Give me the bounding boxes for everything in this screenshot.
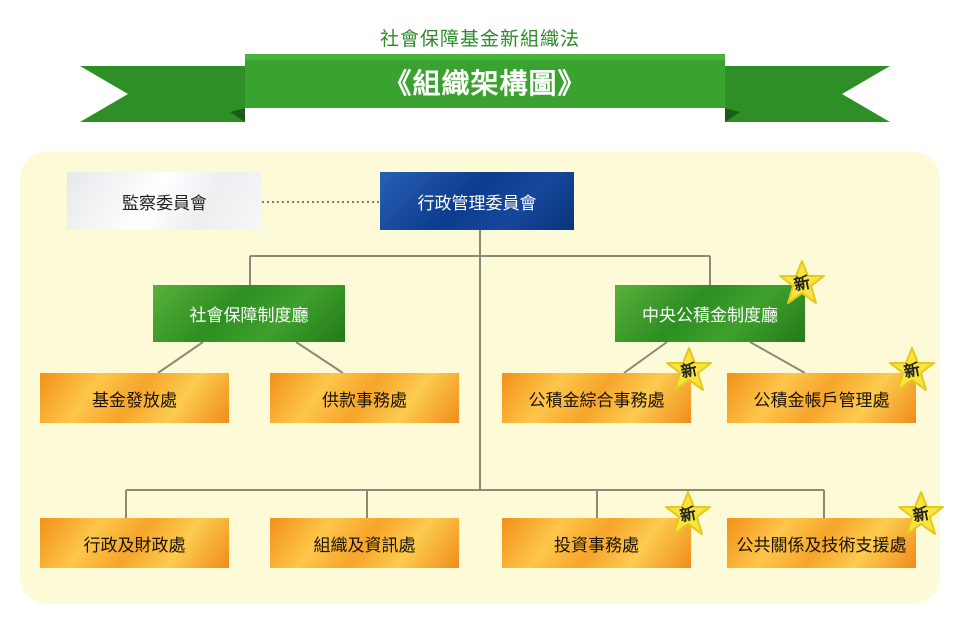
- subtitle: 社會保障基金新組織法: [379, 28, 580, 50]
- contribution-label: 供款事務處: [322, 390, 407, 411]
- fund-payment-box: 基金發放處: [40, 373, 229, 423]
- provident-general-label: 公積金綜合事務處: [528, 390, 665, 411]
- new-star-icon: 新: [664, 346, 714, 396]
- new-star-icon: 新: [896, 490, 946, 540]
- org-info-label: 組織及資訊處: [313, 535, 416, 556]
- admin-committee-box: 行政管理委員會: [380, 172, 574, 230]
- admin-finance-label: 行政及財政處: [83, 535, 186, 556]
- new-star-icon: 新: [663, 490, 713, 540]
- admin-finance-box: 行政及財政處: [40, 518, 229, 568]
- title-ribbon: [80, 54, 890, 122]
- supervisory-committee-box: 監察委員會: [67, 172, 262, 230]
- admin-committee-label: 行政管理委員會: [417, 193, 537, 214]
- contribution-box: 供款事務處: [270, 373, 459, 423]
- new-badge-label: 新: [679, 359, 699, 382]
- new-badge-label: 新: [911, 503, 931, 526]
- supervisory-committee-label: 監察委員會: [122, 193, 207, 214]
- investment-box: 投資事務處: [502, 518, 691, 568]
- new-badge-label: 新: [902, 359, 922, 382]
- org-info-box: 組織及資訊處: [270, 518, 459, 568]
- provident-account-box: 公積金帳戶管理處: [727, 373, 916, 423]
- provident-account-label: 公積金帳戶管理處: [753, 390, 890, 411]
- social-security-dept-box: 社會保障制度廳: [153, 285, 345, 342]
- provident-fund-dept-box: 中央公積金制度廳: [615, 285, 805, 342]
- new-star-icon: 新: [777, 259, 827, 309]
- fund-payment-label: 基金發放處: [92, 390, 177, 411]
- new-badge-label: 新: [792, 272, 812, 295]
- new-badge-label: 新: [678, 503, 698, 526]
- new-star-icon: 新: [887, 346, 937, 396]
- provident-general-box: 公積金綜合事務處: [502, 373, 691, 423]
- public-relations-label: 公共關係及技術支援處: [736, 535, 907, 556]
- provident-fund-dept-label: 中央公積金制度廳: [642, 306, 778, 326]
- public-relations-box: 公共關係及技術支援處: [727, 518, 916, 568]
- investment-label: 投資事務處: [554, 535, 639, 556]
- social-security-dept-label: 社會保障制度廳: [189, 306, 309, 326]
- page-title: 《組織架構圖》: [383, 67, 587, 100]
